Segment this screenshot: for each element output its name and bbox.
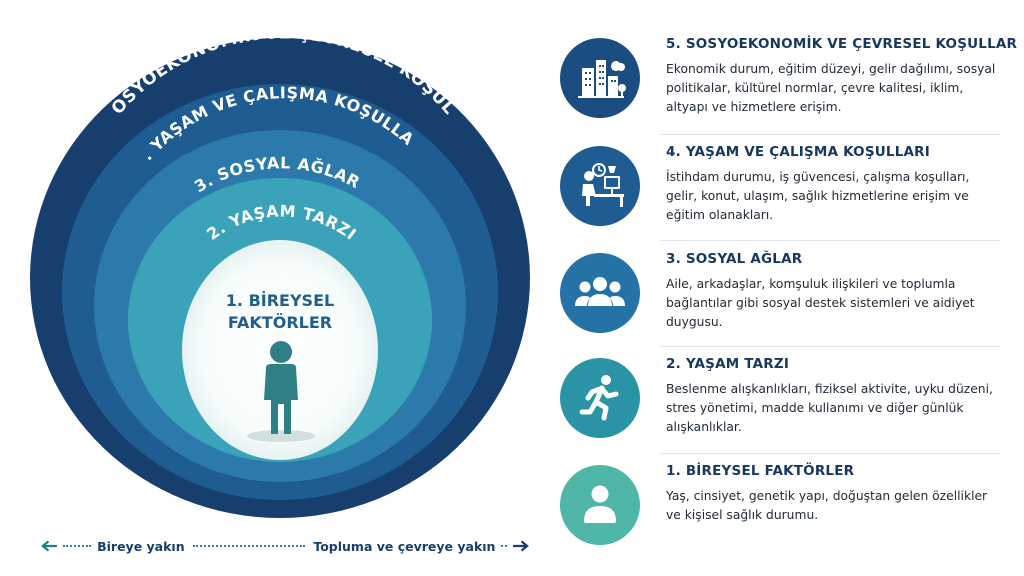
list-item-individual: 1. BİREYSEL FAKTÖRLER Yaş, cinsiyet, gen… [560,463,1000,565]
item-description: Aile, arkadaşlar, komşuluk ilişkileri ve… [666,277,975,329]
list-item-socioeconomic: 5. SOSYOEKONOMİK VE ÇEVRESEL KOŞULLAR Ek… [560,36,1017,138]
item-title: 3. SOSYAL AĞLAR [666,251,803,267]
person-figure-icon [247,341,315,442]
list-item-living-working: 4. YAŞAM VE ÇALIŞMA KOŞULLARI İstihdam d… [560,144,1000,246]
item-title: 4. YAŞAM VE ÇALIŞMA KOŞULLARI [666,144,931,160]
legend-far-label: Topluma ve çevreye yakın [313,538,496,554]
divider [660,453,1000,454]
center-label-line1: 1. BİREYSEL [225,291,335,310]
item-description: Ekonomik durum, eğitim düzeyi, gelir dağ… [666,62,996,114]
item-description: Beslenme alışkanlıkları, fiziksel aktivi… [666,382,993,434]
concentric-diagram: 5. SOSYOEKONOMİK VE ÇEVRESEL KOŞULLAR 4.… [30,38,530,518]
item-description: İstihdam durumu, iş güvencesi, çalışma k… [666,170,970,222]
divider [660,240,1000,241]
proximity-legend: Bireye yakın Topluma ve çevreye yakın [40,536,530,556]
item-icon-circle [560,253,640,333]
divider [660,134,1000,135]
runner-icon [579,375,619,421]
workspace-icon [582,163,624,207]
item-icon-circle [560,465,640,545]
city-icon [578,60,626,98]
group-icon [575,277,625,306]
arrow-left-icon [41,540,57,552]
arrow-right-icon [513,540,529,552]
item-icon-circle [560,146,640,226]
item-icon-circle [560,38,640,118]
list-item-lifestyle: 2. YAŞAM TARZI Beslenme alışkanlıkları, … [560,356,1000,458]
item-title: 2. YAŞAM TARZI [666,356,790,372]
item-description: Yaş, cinsiyet, genetik yapı, doğuştan ge… [666,489,988,522]
item-title: 5. SOSYOEKONOMİK VE ÇEVRESEL KOŞULLAR [666,36,1018,52]
legend-near-label: Bireye yakın [97,538,185,554]
item-icon-circle [560,358,640,438]
person-icon [584,485,616,523]
divider [660,346,1000,347]
center-label-line2: FAKTÖRLER [227,313,333,332]
list-item-social-networks: 3. SOSYAL AĞLAR Aile, arkadaşlar, komşul… [560,251,1000,353]
item-title: 1. BİREYSEL FAKTÖRLER [666,463,855,479]
